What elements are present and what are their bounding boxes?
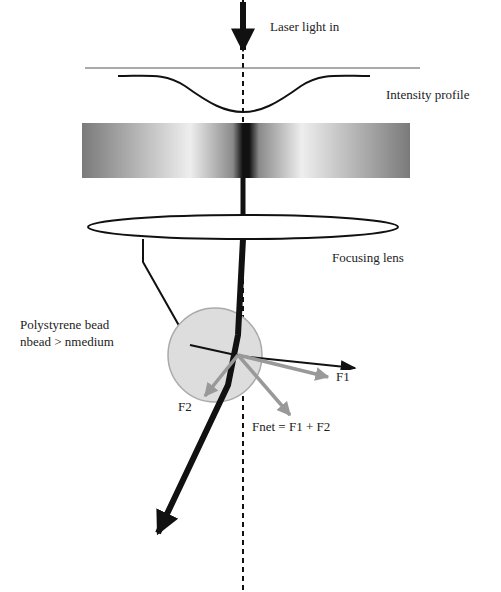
- formula-label: nbead > nmedium: [18, 335, 116, 350]
- part-label: Polystyrene bead: [18, 318, 111, 333]
- force-arrow: [205, 355, 238, 396]
- central-beam: [158, 239, 243, 533]
- force-arrow: [238, 355, 290, 415]
- polystyrene-bead: [168, 308, 262, 402]
- intensity-band: [82, 123, 410, 178]
- force-label: F2: [176, 400, 194, 415]
- force-label: Fnet = F1 + F2: [250, 420, 332, 435]
- caption-label: Laser light in: [268, 20, 341, 35]
- force-arrow: [238, 355, 328, 377]
- part-label: Focusing lens: [330, 251, 406, 266]
- part-label: Intensity profile: [384, 88, 471, 103]
- focusing-lens: [88, 215, 398, 239]
- intensity-curve: [118, 76, 370, 112]
- force-label: F1: [334, 370, 352, 385]
- baseline: [85, 68, 420, 69]
- laser-arrow: [240, 2, 246, 50]
